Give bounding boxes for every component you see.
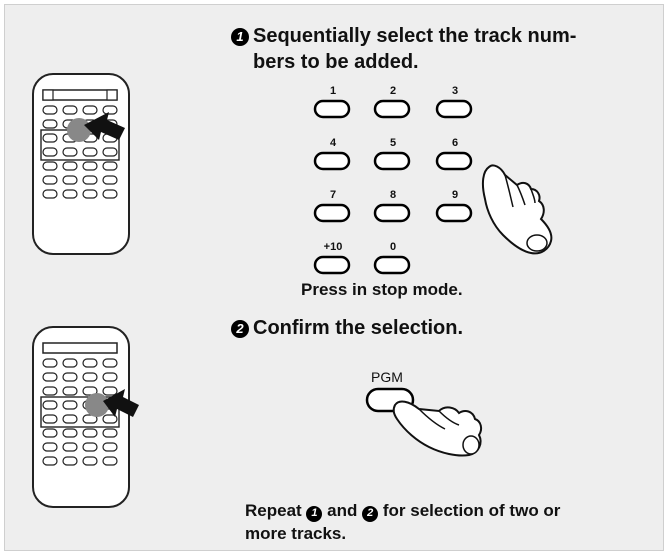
key-label: 6 (451, 137, 459, 149)
key-shape-icon (373, 203, 411, 223)
key-0[interactable]: 0 (373, 241, 413, 281)
footer-prefix: Repeat (245, 501, 302, 520)
key-label: 8 (389, 189, 397, 201)
remote-control-icon (32, 73, 130, 255)
key-9[interactable]: 9 (435, 189, 475, 229)
key-label: 4 (329, 137, 337, 149)
step-number-badge: 1 (231, 28, 249, 46)
key-4[interactable]: 4 (313, 137, 353, 177)
footer-middle: and (327, 501, 358, 520)
step-1-text-line2: bers to be added. (253, 51, 419, 73)
pressing-hand-icon (481, 164, 553, 255)
key-label: +10 (323, 241, 343, 253)
key-label: 1 (329, 85, 337, 97)
key-shape-icon (435, 151, 473, 171)
key-label: 3 (451, 85, 459, 97)
step-number-badge: 1 (306, 505, 323, 522)
key-label: 0 (389, 241, 397, 253)
remote-control-icon (32, 326, 139, 508)
key-8[interactable]: 8 (373, 189, 413, 229)
key-shape-icon (435, 99, 473, 119)
pressing-hand-icon (392, 400, 483, 457)
footer-suffix-line1: for selection of two or (382, 501, 561, 520)
key-5[interactable]: 5 (373, 137, 413, 177)
key-shape-icon (373, 99, 411, 119)
key-shape-icon (313, 203, 351, 223)
key-2[interactable]: 2 (373, 85, 413, 125)
key-label: 2 (389, 85, 397, 97)
repeat-instruction: Repeat 1 and 2 for selection of two or m… (245, 499, 665, 545)
key-shape-icon (313, 255, 351, 275)
key-shape-icon (435, 203, 473, 223)
key-1[interactable]: 1 (313, 85, 353, 125)
step-1-text-line1: Sequentially select the track num- (253, 25, 577, 47)
key-6[interactable]: 6 (435, 137, 475, 177)
key-label: 7 (329, 189, 337, 201)
key-3[interactable]: 3 (435, 85, 475, 125)
key-label: 9 (451, 189, 459, 201)
stop-mode-caption: Press in stop mode. (301, 280, 463, 299)
key-shape-icon (313, 99, 351, 119)
key-7[interactable]: 7 (313, 189, 353, 229)
key-label: 5 (389, 137, 397, 149)
key-shape-icon (373, 151, 411, 171)
step-2-text: Confirm the selection. (253, 317, 464, 339)
key-plus10[interactable]: +10 (313, 241, 353, 281)
pgm-key-label: PGM (371, 369, 403, 385)
step-number-badge: 2 (231, 320, 249, 338)
footer-suffix-line2: more tracks. (245, 524, 347, 543)
key-shape-icon (313, 151, 351, 171)
key-shape-icon (373, 255, 411, 275)
step-number-badge: 2 (362, 505, 379, 522)
